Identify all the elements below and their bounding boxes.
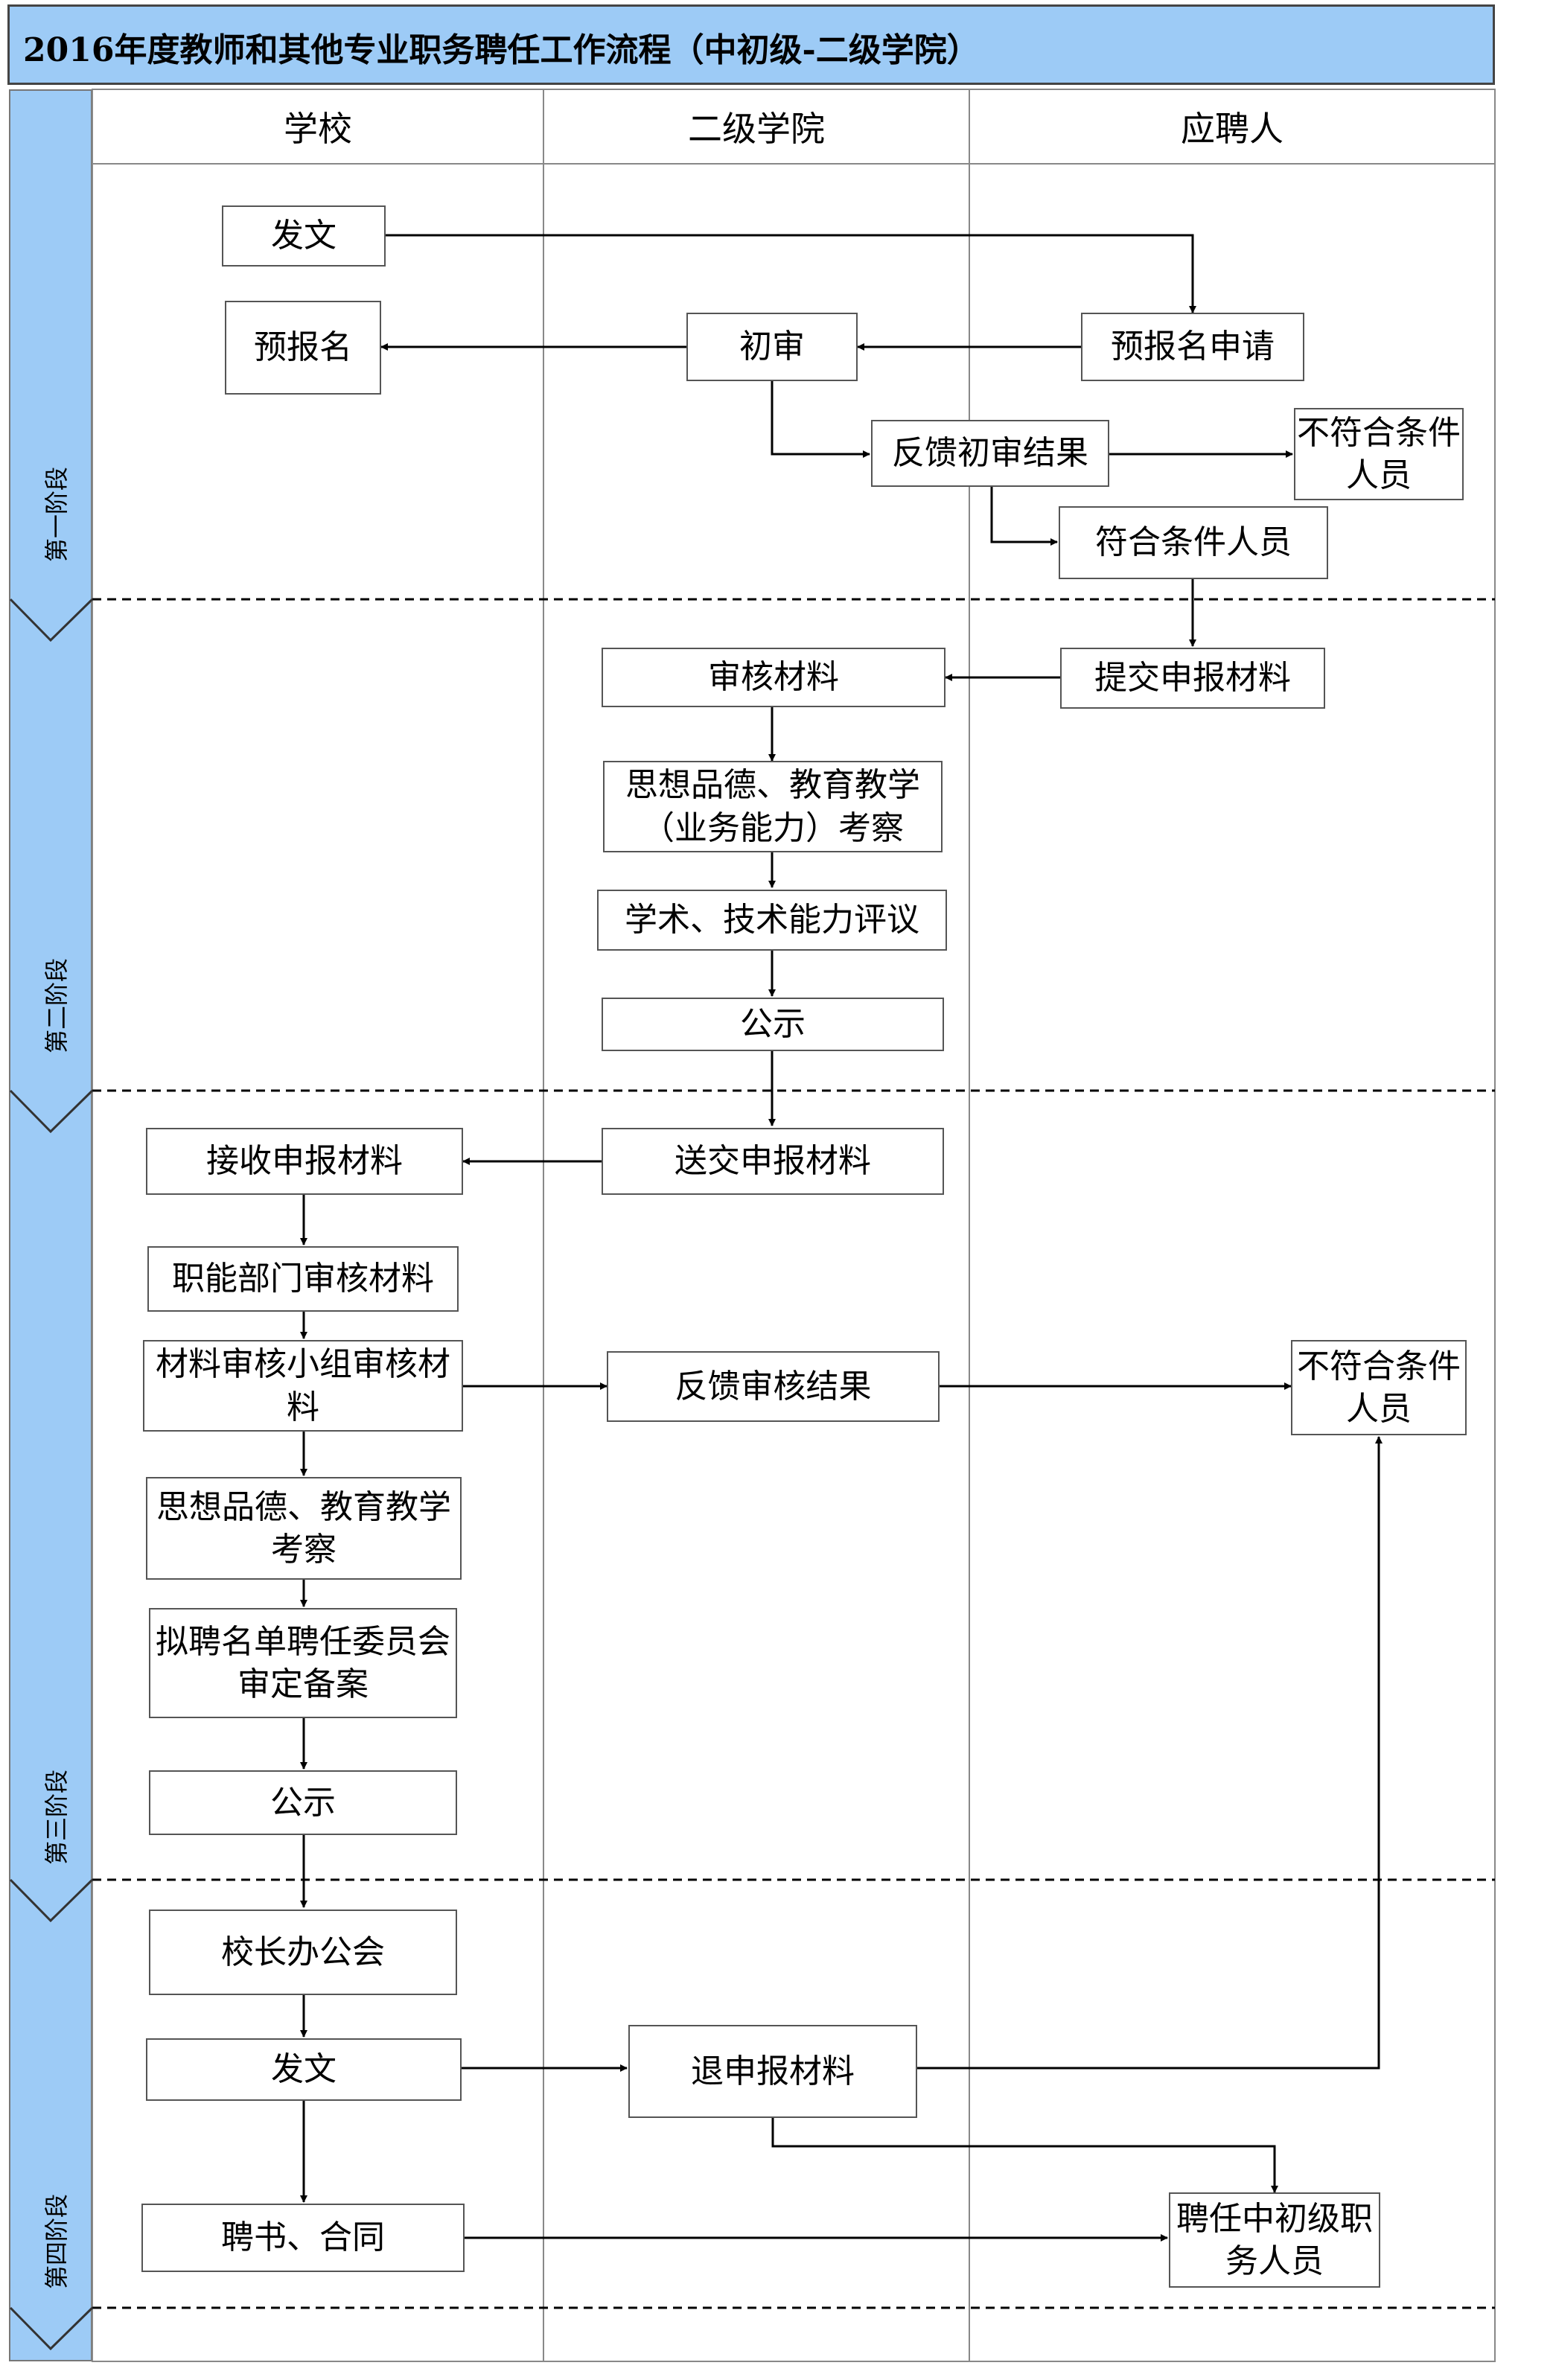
node-jieshou: 接收申报材料 xyxy=(146,1128,463,1195)
title-bar: 2016年度教师和其他专业职务聘任工作流程（中初级-二级学院） xyxy=(7,4,1495,85)
connectors xyxy=(300,234,1383,2242)
node-tui: 退申报材料 xyxy=(628,2025,917,2118)
lane-header-applicant: 应聘人 xyxy=(1181,109,1283,149)
node-pinshu: 聘书、合同 xyxy=(141,2204,465,2272)
node-gongshi-2: 公示 xyxy=(149,1770,457,1835)
node-yubaoming-shenqing: 预报名申请 xyxy=(1081,313,1304,381)
node-sixiang-1: 思想品德、教育教学（业务能力）考察 xyxy=(603,761,943,852)
stage-strip: 第一阶段 第二阶段 第三阶段 第四阶段 xyxy=(9,89,92,2361)
node-fuhe: 符合条件人员 xyxy=(1059,506,1328,579)
node-fawen-1: 发文 xyxy=(222,205,386,267)
node-fankui-chushen: 反馈初审结果 xyxy=(871,420,1109,487)
node-bufuhe-1: 不符合条件人员 xyxy=(1294,408,1464,500)
diagram-title: 2016年度教师和其他专业职务聘任工作流程（中初级-二级学院） xyxy=(23,31,980,69)
node-zhineng: 职能部门审核材料 xyxy=(147,1246,459,1312)
node-fankui-shenhe: 反馈审核结果 xyxy=(607,1351,940,1422)
lane-header-college: 二级学院 xyxy=(688,109,825,149)
stage-chevrons xyxy=(9,598,94,2351)
node-songjiao: 送交申报材料 xyxy=(602,1128,944,1195)
node-sixiang-2: 思想品德、教育教学考察 xyxy=(146,1477,462,1580)
node-yubaoming: 预报名 xyxy=(225,301,381,395)
stage-dividers xyxy=(92,598,1495,2309)
node-nipin: 拟聘名单聘任委员会审定备案 xyxy=(149,1608,457,1718)
node-shenhe-cailiao: 审核材料 xyxy=(602,648,945,707)
node-tijiao: 提交申报材料 xyxy=(1060,648,1325,709)
node-xueshu: 学术、技术能力评议 xyxy=(597,890,947,951)
node-bufuhe-2: 不符合条件人员 xyxy=(1291,1340,1467,1435)
node-xiaozu: 材料审核小组审核材料 xyxy=(143,1340,463,1432)
node-xiaozhang: 校长办公会 xyxy=(149,1910,457,1995)
node-pinren: 聘任中初级职务人员 xyxy=(1169,2192,1380,2288)
lane-header-school: 学校 xyxy=(284,109,352,149)
node-chushen: 初审 xyxy=(686,313,858,381)
node-gongshi-1: 公示 xyxy=(602,998,944,1051)
node-fawen-2: 发文 xyxy=(146,2038,462,2101)
